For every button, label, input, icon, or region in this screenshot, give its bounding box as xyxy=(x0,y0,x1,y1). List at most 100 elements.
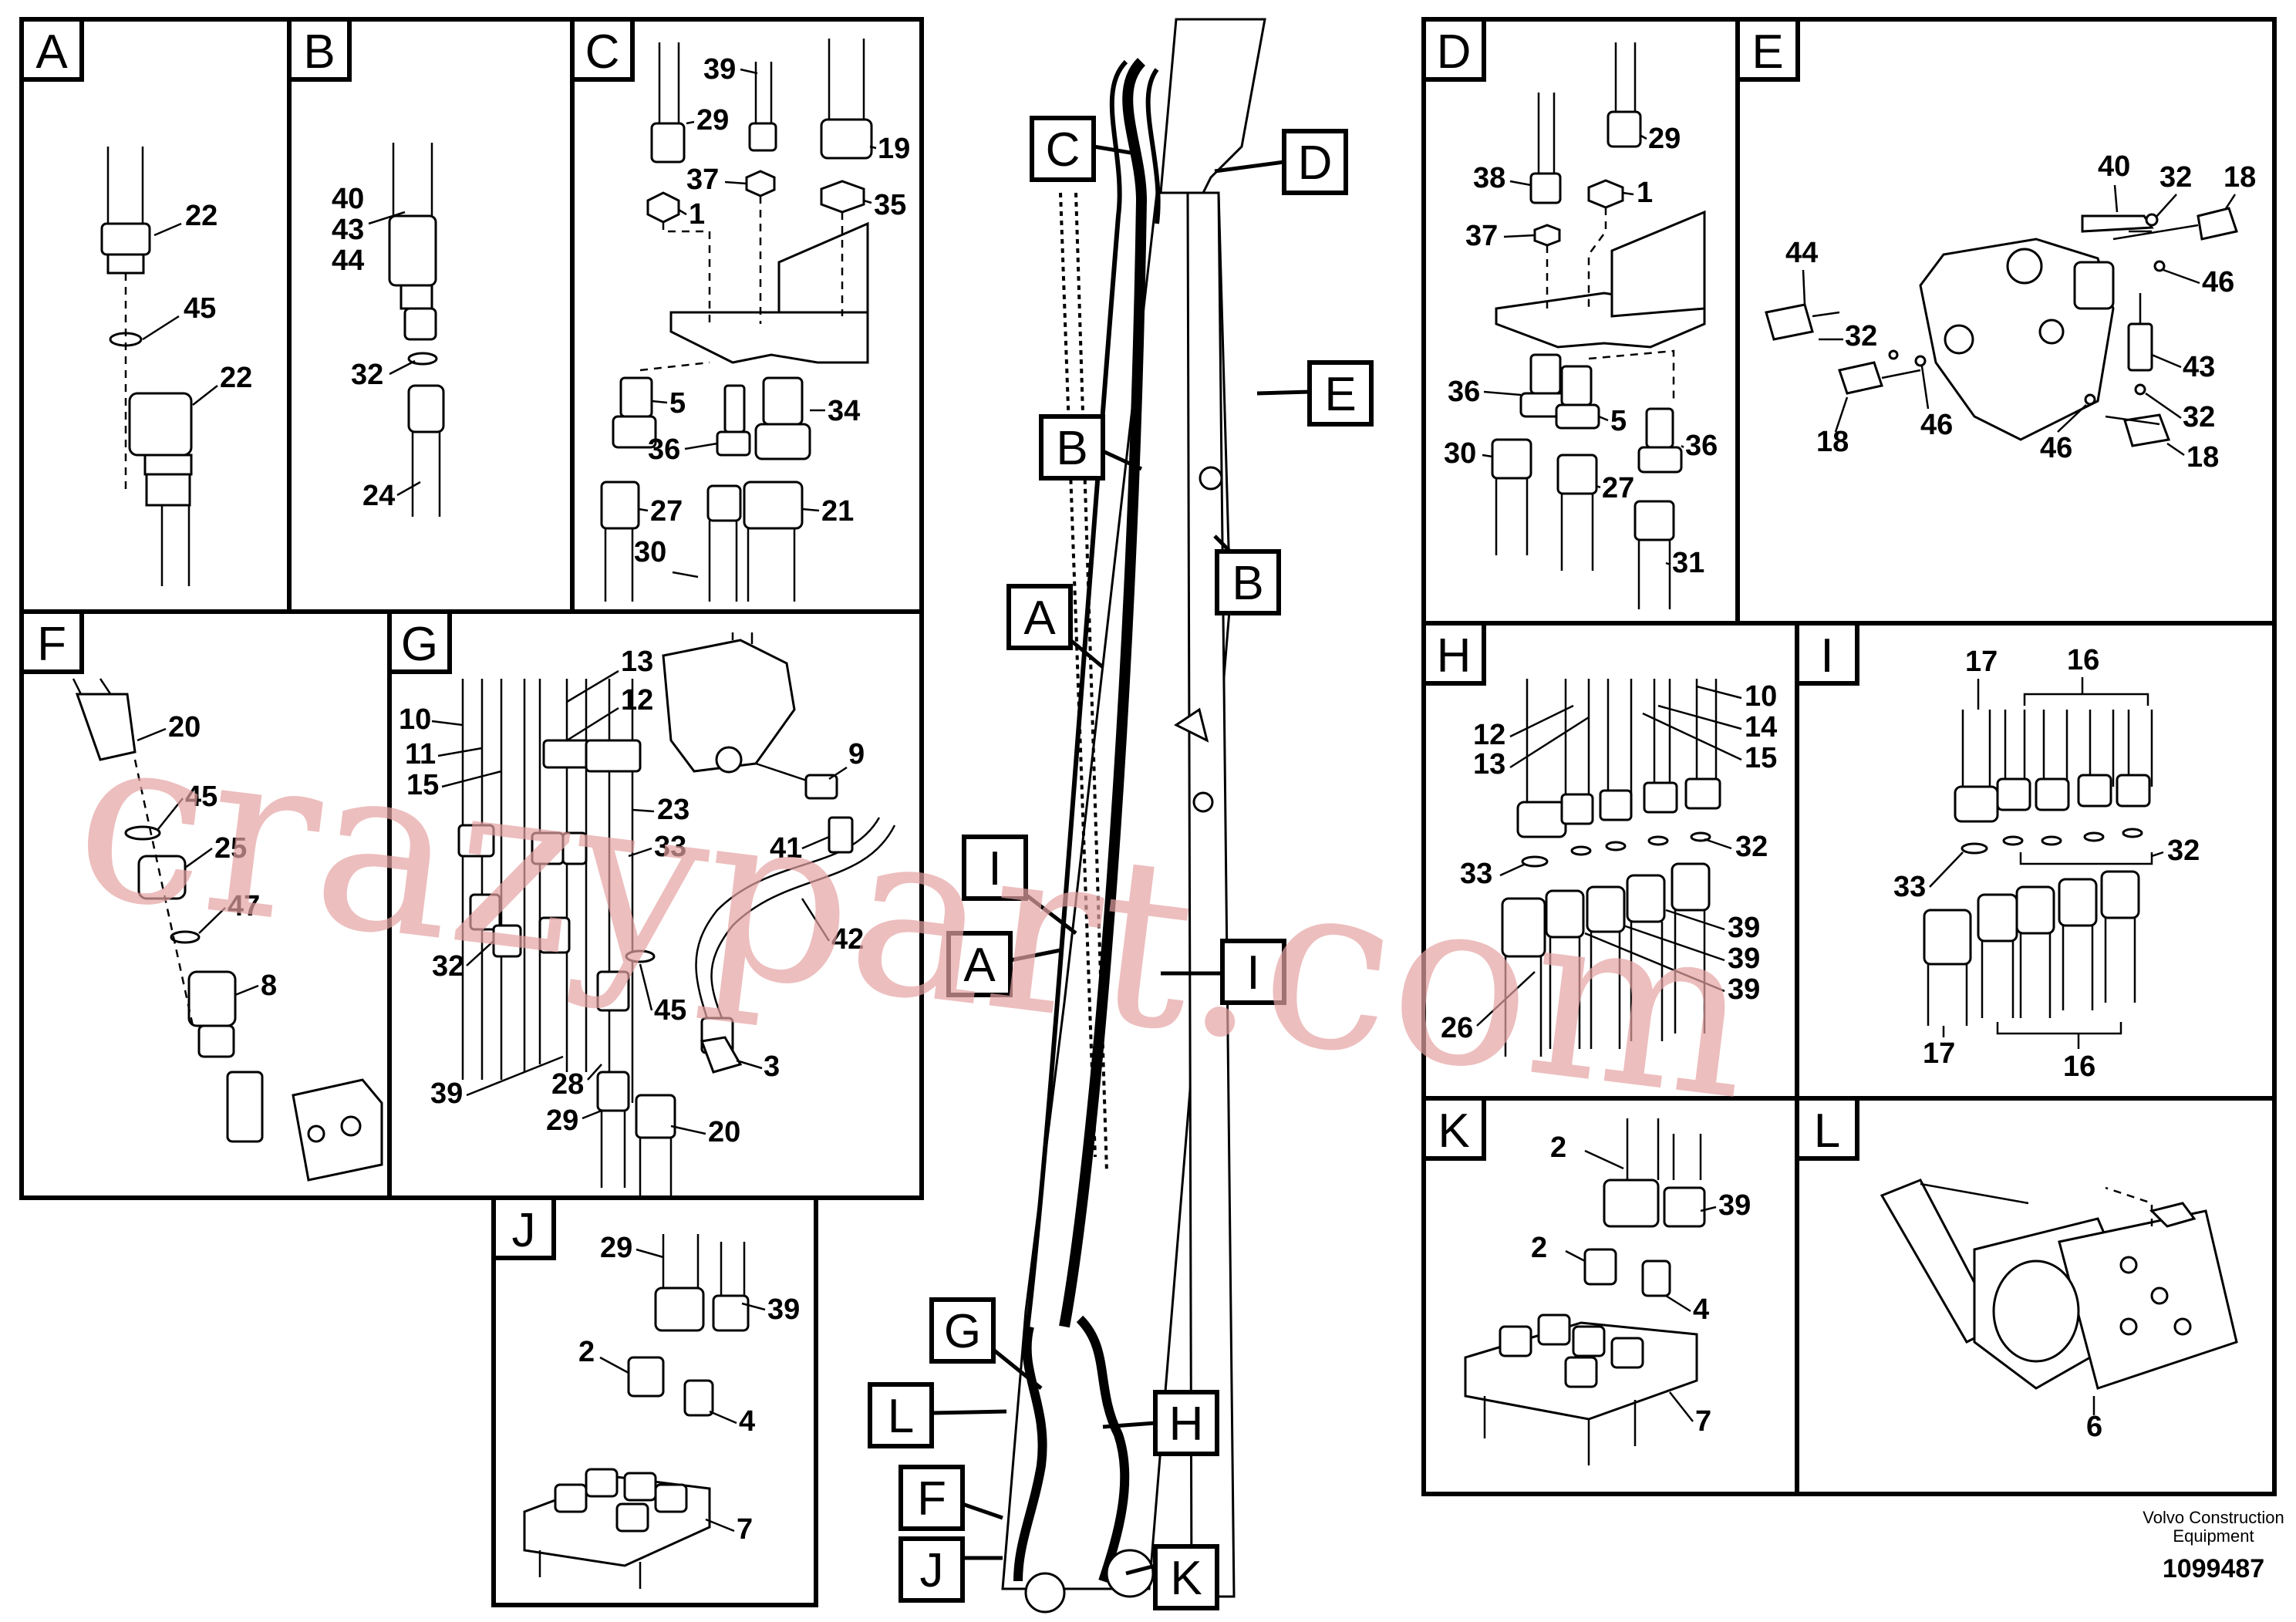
panel-G-callouts: 13 10 12 11 15 9 23 33 41 42 32 45 3 39 … xyxy=(399,646,865,1148)
panel-H-letter: H xyxy=(1437,629,1472,683)
panel-C-callout: 5 xyxy=(669,387,686,420)
overview-tag: B xyxy=(1056,422,1087,475)
panel-A-callout: 22 xyxy=(185,200,217,232)
panel-E-callout: 32 xyxy=(1845,320,1877,352)
panel-C-callout: 1 xyxy=(689,198,705,231)
panel-K-callout: 2 xyxy=(1531,1232,1547,1264)
company-line1: Volvo Construction xyxy=(2143,1508,2284,1527)
company-line2: Equipment xyxy=(2173,1526,2254,1546)
panel-G-callout: 20 xyxy=(708,1116,740,1148)
panel-K-callout: 39 xyxy=(1718,1189,1751,1222)
overview-machine xyxy=(1001,18,1266,1614)
overview-tag: D xyxy=(1298,137,1333,190)
footer: Volvo Construction Equipment 1099487 xyxy=(2143,1508,2284,1583)
panel-B-callout: 24 xyxy=(362,480,395,512)
panel-A-drawing xyxy=(100,147,193,586)
panel-C-callout: 30 xyxy=(634,536,666,568)
panel-A-callouts: 22 45 22 xyxy=(142,200,252,406)
panel-G-callout: 3 xyxy=(764,1050,780,1083)
panel-D-callout: 5 xyxy=(1610,405,1627,437)
panel-J-callout: 2 xyxy=(578,1336,595,1368)
panel-G-callout: 12 xyxy=(621,684,653,717)
overview-tag: C xyxy=(1046,123,1081,177)
panel-C-callout: 27 xyxy=(650,495,683,528)
panel-A-callout: 45 xyxy=(184,292,216,325)
panel-L-callouts: 6 xyxy=(2086,1396,2102,1443)
panel-H-callout: 39 xyxy=(1728,912,1760,944)
panel-J-drawing xyxy=(523,1234,750,1589)
panel-C-callout: 35 xyxy=(874,189,906,221)
panel-C-callout: 37 xyxy=(686,164,719,196)
panel-C-drawing xyxy=(600,39,873,602)
panel-D-callout: 31 xyxy=(1672,547,1704,579)
panel-G-callout: 45 xyxy=(654,994,686,1027)
panel-I-callout: 16 xyxy=(2063,1050,2095,1083)
panel-K-drawing xyxy=(1464,1118,1706,1465)
panel-I-drawing xyxy=(1923,710,2153,1026)
panel-H-callout: 14 xyxy=(1745,711,1777,744)
panel-F-callout: 25 xyxy=(214,832,247,865)
panel-A-letter: A xyxy=(35,25,68,79)
panel-C-callouts: 39 29 19 37 35 1 5 34 36 27 21 30 xyxy=(634,53,910,578)
panel-I-callout: 33 xyxy=(1893,871,1926,903)
panel-H-callout: 15 xyxy=(1745,742,1777,774)
panel-K-letter: K xyxy=(1438,1104,1469,1158)
panel-I-callout: 16 xyxy=(2067,644,2099,676)
panel-I-callouts: 17 16 32 33 17 16 xyxy=(1893,644,2200,1083)
panel-C-callout: 39 xyxy=(703,53,736,86)
overview-tag: E xyxy=(1324,368,1356,421)
panel-H-callout: 32 xyxy=(1735,831,1768,863)
panel-E-drawing xyxy=(1765,207,2238,447)
panel-E-callout: 46 xyxy=(2202,266,2234,298)
panel-G-callout: 42 xyxy=(831,923,864,956)
panel-E-callout: 44 xyxy=(1785,237,1818,269)
overview-tag: J xyxy=(920,1544,944,1597)
panel-G-callout: 28 xyxy=(551,1068,584,1101)
panel-D-callout: 36 xyxy=(1448,376,1480,408)
panel-J-letter: J xyxy=(512,1204,536,1257)
overview-tag: I xyxy=(988,842,1001,895)
panel-G-callout: 33 xyxy=(654,831,686,863)
panel-G-callout: 15 xyxy=(406,769,439,801)
panel-D-callout: 30 xyxy=(1444,437,1476,470)
panel-D-callout: 37 xyxy=(1465,220,1498,252)
panel-F-letter: F xyxy=(37,618,66,671)
panel-F-drawing xyxy=(72,678,383,1182)
panel-B-callout: 44 xyxy=(332,244,364,277)
overview-tag: A xyxy=(963,939,996,992)
panel-K-callout: 7 xyxy=(1695,1405,1711,1438)
panel-F-callout: 20 xyxy=(168,711,201,744)
panel-G-callout: 13 xyxy=(621,646,653,678)
panel-D-callout: 38 xyxy=(1473,162,1505,194)
panel-C-callout: 34 xyxy=(828,395,860,427)
panel-I-callout: 17 xyxy=(1965,646,1998,678)
panel-D-callout: 36 xyxy=(1685,430,1718,462)
panel-K-callout: 2 xyxy=(1550,1131,1566,1164)
panel-G-callout: 29 xyxy=(546,1104,578,1137)
panel-F-callout: 45 xyxy=(185,781,217,813)
panel-D-callout: 29 xyxy=(1648,123,1681,155)
panel-B-letter: B xyxy=(303,25,335,79)
panel-D-letter: D xyxy=(1437,25,1472,79)
panel-G-callout: 9 xyxy=(848,738,865,771)
panel-E-callout: 32 xyxy=(2183,401,2215,433)
panel-B-drawing xyxy=(388,143,445,517)
panel-E-callouts: 40 32 18 44 46 32 43 18 46 46 32 18 xyxy=(1785,150,2256,474)
panel-G-callout: 10 xyxy=(399,703,431,736)
overview-tag: B xyxy=(1232,557,1263,610)
panel-F-callout: 8 xyxy=(261,969,277,1002)
panel-F-callout: 47 xyxy=(228,890,260,922)
overview-tag: F xyxy=(917,1472,946,1526)
panel-I-callout: 17 xyxy=(1923,1037,1955,1070)
panel-K-callouts: 2 39 2 4 7 xyxy=(1531,1131,1751,1438)
panel-G-callout: 23 xyxy=(657,794,689,826)
panel-H-drawing xyxy=(1501,679,1721,1057)
panel-J-callout: 39 xyxy=(767,1293,800,1326)
panel-K-callout: 4 xyxy=(1693,1293,1709,1326)
panel-H-callout: 39 xyxy=(1728,943,1760,975)
overview-tags: C D E B B A I A I G L H F xyxy=(868,116,1374,1610)
panel-D-drawing xyxy=(1491,42,1706,609)
panel-J-callout: 29 xyxy=(600,1232,632,1264)
panel-G-callout: 39 xyxy=(430,1077,463,1110)
